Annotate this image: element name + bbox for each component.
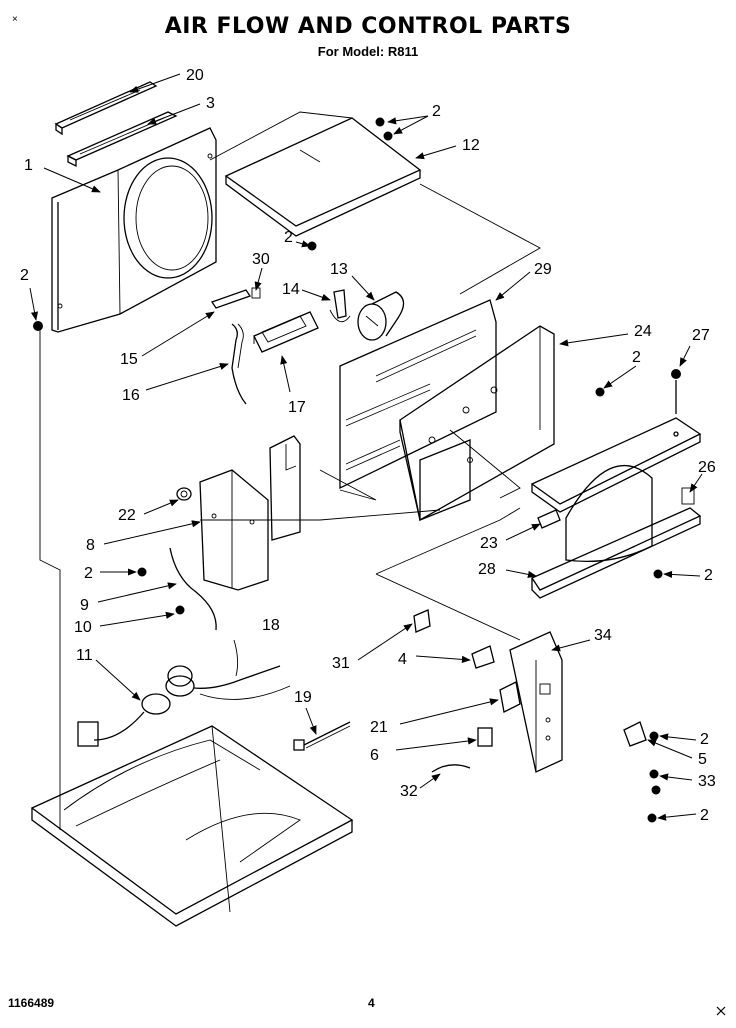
part-16-wire-clip xyxy=(231,323,247,405)
part-8-electrical-box xyxy=(199,469,269,591)
callout-22: 22 xyxy=(118,507,136,524)
callout-2: 2 xyxy=(632,349,641,366)
callout-28: 28 xyxy=(478,561,496,578)
callout-4: 4 xyxy=(398,651,407,668)
callout-1: 1 xyxy=(24,157,33,174)
callout-12: 12 xyxy=(462,137,480,154)
callout-9: 9 xyxy=(80,597,89,614)
corner-mark: × xyxy=(12,14,18,25)
callout-15: 15 xyxy=(120,351,138,368)
page-number: 4 xyxy=(368,996,375,1010)
alignment-lines xyxy=(39,111,541,830)
part-20-top-bar xyxy=(54,81,158,136)
callout-31: 31 xyxy=(332,655,350,672)
part-4-relay xyxy=(471,645,495,669)
callout-19: 19 xyxy=(294,689,312,706)
callout-leaders xyxy=(29,73,703,821)
callout-2: 2 xyxy=(84,565,93,582)
callout-30: 30 xyxy=(252,251,270,268)
part-1-shroud-panel xyxy=(51,127,217,333)
callout-2: 2 xyxy=(700,807,709,824)
callout-2: 2 xyxy=(432,103,441,120)
callout-13: 13 xyxy=(330,261,348,278)
part-19-sensor xyxy=(293,721,351,751)
callout-16: 16 xyxy=(122,387,140,404)
part-23-clip xyxy=(537,509,561,529)
part-6-selector xyxy=(477,727,493,747)
page-title: AIR FLOW AND CONTROL PARTS xyxy=(164,14,572,39)
callout-32: 32 xyxy=(400,783,418,800)
part-24-partition xyxy=(399,325,555,522)
callout-24: 24 xyxy=(634,323,652,340)
callout-8: 8 xyxy=(86,537,95,554)
part-12-top-cover xyxy=(224,117,422,237)
callout-10: 10 xyxy=(74,619,92,636)
callout-20: 20 xyxy=(186,67,204,84)
base-pan xyxy=(30,725,354,927)
callout-2: 2 xyxy=(20,267,29,284)
callout-6: 6 xyxy=(370,747,379,764)
callout-3: 3 xyxy=(206,95,215,112)
part-17-control-board xyxy=(253,311,319,353)
callout-5: 5 xyxy=(698,751,707,768)
part-26-motor-mount xyxy=(530,417,702,563)
callout-33: 33 xyxy=(698,773,716,790)
part-14-strap xyxy=(329,289,351,323)
callout-21: 21 xyxy=(370,719,388,736)
part-34-control-bracket xyxy=(509,631,563,773)
callout-labels: 20 3 1 2 2 12 2 30 13 29 14 15 16 17 24 … xyxy=(20,67,716,824)
part-5-knob xyxy=(623,721,647,747)
callout-29: 29 xyxy=(534,261,552,278)
callout-2: 2 xyxy=(284,229,293,246)
document-number: 1166489 xyxy=(8,996,55,1010)
screws xyxy=(33,117,663,823)
callout-34: 34 xyxy=(594,627,612,644)
callout-23: 23 xyxy=(480,535,498,552)
callout-14: 14 xyxy=(282,281,300,298)
part-21-switch xyxy=(499,681,521,713)
callout-26: 26 xyxy=(698,459,716,476)
part-31-clip xyxy=(413,609,431,633)
part-29-air-deflector xyxy=(339,299,497,490)
callout-18: 18 xyxy=(262,617,280,634)
part-9-wire xyxy=(169,547,217,631)
part-13-capacitor xyxy=(357,291,405,341)
callout-2: 2 xyxy=(704,567,713,584)
part-30-bracket xyxy=(210,287,261,309)
part-32-tube xyxy=(431,764,471,773)
callout-17: 17 xyxy=(288,399,306,416)
part-18-partition-panel xyxy=(269,435,301,541)
callout-11: 11 xyxy=(76,647,93,664)
part-27-screw xyxy=(671,369,681,414)
part-22-grommet xyxy=(176,487,192,501)
corner-close-icon xyxy=(716,1006,726,1016)
model-subtitle: For Model: R811 xyxy=(317,44,419,59)
part-3-gasket-strip xyxy=(66,111,178,168)
callout-2: 2 xyxy=(700,731,709,748)
part-11-power-cord xyxy=(77,639,291,747)
part-28-drain-tray xyxy=(531,507,702,599)
callout-27: 27 xyxy=(692,327,710,344)
